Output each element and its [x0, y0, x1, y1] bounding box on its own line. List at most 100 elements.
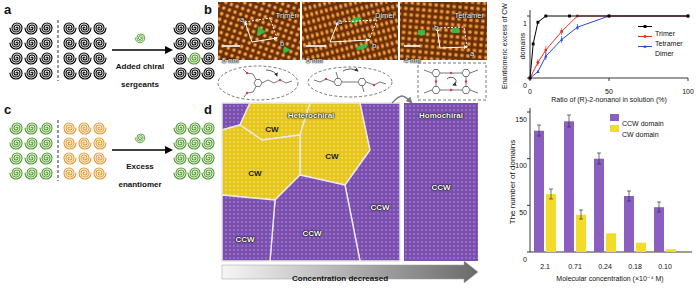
text-holder: a	[240, 8, 244, 26]
map-title: Homochiral	[419, 111, 463, 120]
molecule-model	[358, 79, 366, 86]
text-holder: 1	[523, 12, 527, 30]
spiral-grid	[174, 53, 186, 64]
oxygen-atom	[450, 72, 452, 74]
process-arrow	[165, 146, 173, 154]
molecule-model	[314, 79, 334, 82]
spiral-grid	[188, 168, 200, 179]
text-holder: 50	[605, 80, 613, 98]
scale-bar	[222, 45, 240, 47]
scale-bar	[404, 45, 420, 47]
spiral-grid	[94, 68, 106, 79]
molecule-model	[362, 86, 364, 93]
spiral-grid	[10, 38, 22, 49]
panel-letter: d	[204, 102, 212, 117]
spiral-grid	[94, 153, 106, 164]
spiral-grid	[188, 68, 200, 79]
stm-image: Trimerab5 nm	[218, 2, 300, 60]
domain-divider	[58, 20, 59, 81]
oxygen-atom	[373, 84, 375, 86]
stm-image: Dimerab5 nm	[302, 2, 398, 60]
tick-label: 150	[515, 116, 527, 123]
bar	[576, 215, 586, 252]
tick-label: 1	[523, 20, 527, 27]
text-holder: 0.18	[628, 255, 642, 273]
domain-map	[222, 195, 275, 261]
molecule-model	[266, 70, 277, 76]
spiral-grid	[79, 168, 91, 179]
text-holder: 0.71	[568, 255, 582, 273]
tick-label: 0	[528, 88, 532, 95]
molecule-model	[418, 63, 486, 100]
molecule-model	[432, 87, 440, 94]
spiral-grid	[64, 38, 76, 49]
data-series	[530, 16, 688, 78]
bar	[654, 207, 664, 252]
spiral-grid	[25, 68, 37, 79]
arrow-caption: Concentration decreased	[292, 274, 388, 283]
spiral-grid	[202, 153, 214, 164]
text-holder: 100	[682, 80, 694, 98]
legend-label: Dimer	[655, 50, 674, 57]
spiral-grid	[79, 53, 91, 64]
text-holder: 0.10	[658, 255, 672, 273]
chart-axis	[530, 10, 688, 78]
spiral-grid	[10, 123, 52, 179]
spiral-grid	[25, 138, 37, 149]
spiral-grid	[174, 38, 186, 49]
tick-label: 0.10	[658, 263, 672, 270]
error-bar	[549, 189, 553, 199]
spiral-grid	[94, 38, 106, 49]
tick-label: 0	[523, 82, 527, 89]
spiral-grid	[174, 123, 186, 134]
tick-label: 100	[515, 162, 527, 169]
text-holder: 2.1	[540, 255, 550, 273]
sergeant-spiral	[135, 34, 145, 43]
tick-label: 0	[523, 256, 527, 263]
arrow-caption: Excess enantiomer	[118, 162, 161, 189]
legend-label: Tetramer	[655, 40, 683, 47]
spiral-grid	[10, 68, 22, 79]
domain-map	[270, 175, 360, 261]
text-holder: c	[4, 100, 11, 118]
molecule-highlight	[350, 16, 363, 25]
error-bar	[657, 202, 661, 212]
lattice-vector	[245, 18, 277, 38]
molecule-model	[262, 80, 292, 83]
lattice-vector	[330, 22, 338, 42]
error-bar	[627, 191, 631, 201]
spiral-grid	[10, 23, 22, 34]
text-holder: b	[434, 16, 438, 34]
spiral-grid	[40, 23, 52, 34]
spiral-grid	[174, 23, 214, 79]
text-holder: 5 nm	[306, 49, 323, 67]
axis-title: The number of domains	[508, 140, 517, 225]
domain-label: CW	[325, 152, 338, 161]
text-holder: Heterochiral	[288, 104, 335, 122]
stm-image	[302, 2, 398, 60]
spiral-grid	[94, 168, 106, 179]
spiral-grid	[174, 138, 186, 149]
spiral-grid	[40, 123, 52, 134]
molecule-model	[343, 69, 358, 71]
spiral-grid	[188, 138, 200, 149]
molecule-model	[244, 87, 256, 98]
lattice-label: a	[470, 49, 474, 58]
text-holder: Ratio of (R)-2-nonanol in solution (%)	[551, 88, 667, 106]
legend-item: Trimer	[655, 22, 675, 40]
chart-axis	[527, 16, 688, 81]
scale-bar	[222, 45, 420, 47]
data-series	[530, 16, 688, 78]
oxygen-atom	[435, 80, 437, 82]
bar	[564, 121, 574, 252]
text-holder: 100	[515, 154, 527, 172]
molecule-model	[334, 79, 342, 86]
spiral-grid	[79, 68, 91, 79]
text-holder: Added chiral sergeants	[108, 55, 172, 92]
legend-sample	[638, 36, 652, 37]
bar	[594, 159, 604, 252]
spiral-grid	[25, 153, 37, 164]
legend-swatch	[610, 125, 619, 132]
